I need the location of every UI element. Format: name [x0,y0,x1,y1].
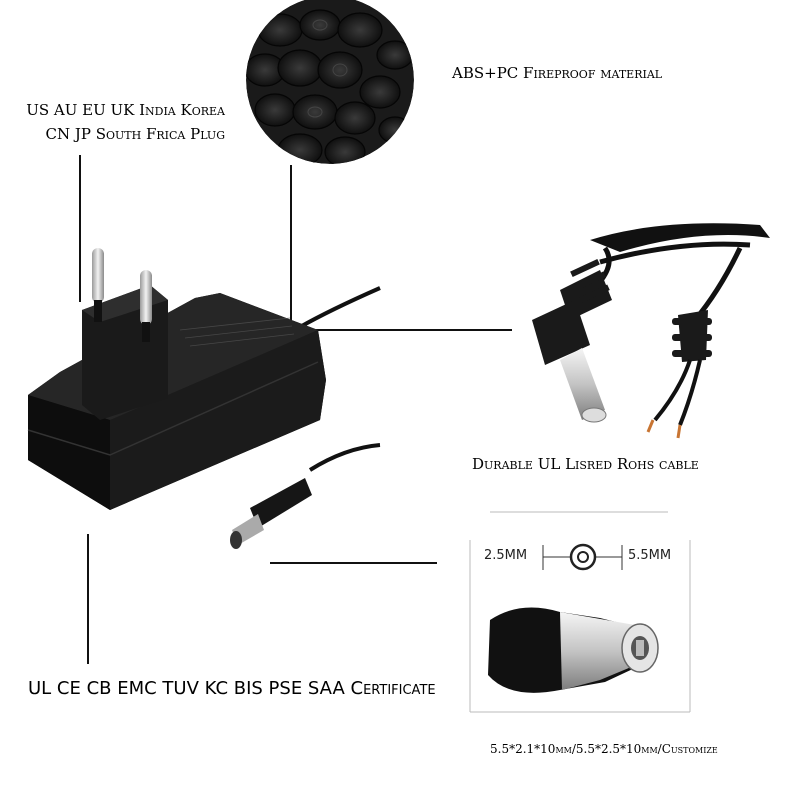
diameter-ring-icon [569,543,597,571]
plug-pin-left [92,248,104,303]
plug-types-line-2: CN JP South Frica Plug [45,125,225,143]
plug-pin-right [140,270,152,325]
inner-diameter-label: 2.5MM [484,548,528,563]
callout-lines [79,155,512,664]
material-label: ABS+PC Fireproof material [452,64,663,82]
cable-label: Durable UL Lisred Rohs cable [472,455,699,473]
plug-types-label: US AU EU UK India Korea CN JP South Fric… [20,98,225,146]
connector-detail-frame [469,511,691,713]
plug-size-label: 5.5*2.1*10mm/5.5*2.5*10mm/Customize [490,742,718,756]
certificate-label: UL CE CB EMC TUV KC BIS PSE SAA Certific… [28,678,436,699]
power-adapter [27,248,381,549]
outer-diameter-label: 5.5MM [628,548,672,563]
cable-photo [532,223,770,439]
material-pellets-photo [246,0,414,164]
plug-types-line-1: US AU EU UK India Korea [26,101,225,119]
